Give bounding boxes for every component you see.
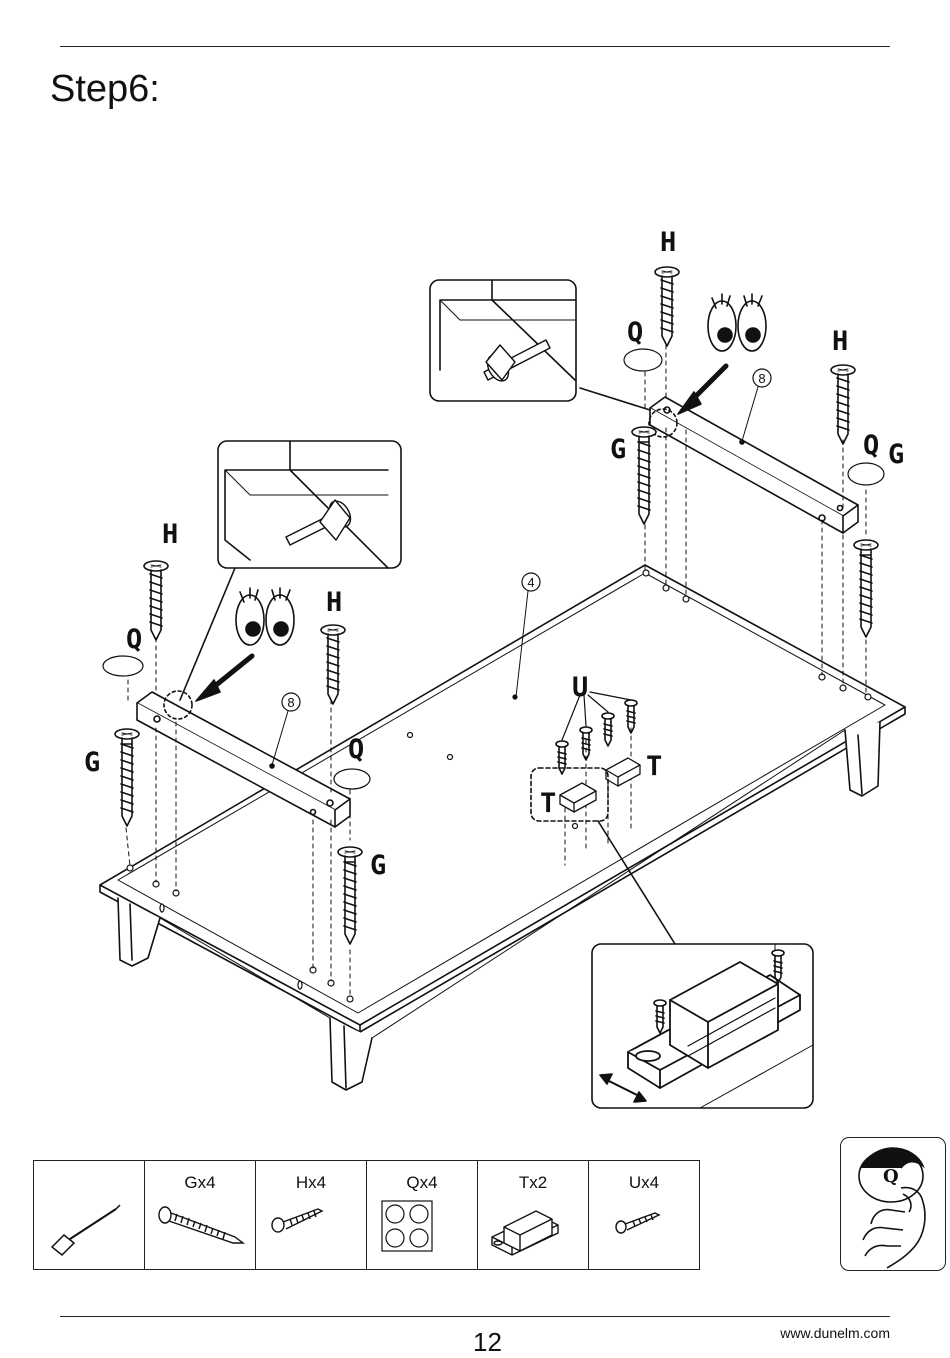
part-label: Hx4	[295, 1173, 327, 1192]
label-g: G	[84, 747, 100, 778]
eyes-icon-left	[235, 587, 295, 646]
short-screw-icon	[271, 1208, 324, 1233]
left-detail-leader	[179, 567, 236, 701]
screwdriver-icon	[50, 1204, 121, 1257]
label-h: H	[832, 326, 848, 357]
screw-g-left-front	[114, 728, 140, 827]
screw-g-right-front	[631, 426, 657, 525]
part-number-8-right: 8	[739, 368, 772, 445]
left-dowel-detail-box	[217, 440, 402, 569]
magnetic-catch-t1	[559, 782, 597, 813]
arrow-left	[195, 653, 255, 702]
peel-pad-hint-box: Q	[840, 1137, 946, 1271]
peel-hand-icon: Q	[858, 1147, 926, 1269]
label-h: H	[326, 587, 342, 618]
label-t: T	[540, 788, 556, 819]
part-cell-g: Gx4	[144, 1160, 256, 1270]
table-legs	[117, 721, 881, 1091]
right-batten	[649, 396, 859, 534]
parts-list-table: Gx4 Hx4 Qx4 Tx2	[33, 1160, 700, 1270]
right-detail-callout-circle	[648, 408, 678, 438]
eyes-icon-right	[707, 293, 767, 352]
label-q: Q	[126, 624, 142, 655]
svg-text:8: 8	[758, 371, 765, 386]
panel-holes	[126, 569, 872, 1003]
catch-callout-box	[530, 767, 609, 822]
svg-text:8: 8	[287, 695, 294, 710]
part-cell-q: Qx4	[366, 1160, 478, 1270]
part-number-8-left: 8	[269, 692, 301, 769]
alignment-lines	[125, 344, 867, 998]
step-title: Step6:	[50, 68, 160, 110]
label-h: H	[660, 227, 676, 258]
label-q: Q	[627, 317, 643, 348]
screw-h-right-1	[654, 266, 680, 347]
label-t: T	[646, 751, 662, 782]
part-cell-h: Hx4	[255, 1160, 367, 1270]
part-label: Ux4	[628, 1173, 660, 1192]
right-dowel-detail-box	[429, 279, 577, 402]
u-leader-lines	[561, 691, 632, 741]
part-cell-screwdriver	[33, 1160, 145, 1270]
part-label: Gx4	[184, 1173, 216, 1192]
part-label	[34, 1173, 144, 1193]
part-label: Tx2	[518, 1173, 548, 1192]
magnetic-catch-icon	[491, 1210, 559, 1256]
svg-text:4: 4	[527, 575, 534, 590]
page-number: 12	[473, 1327, 502, 1357]
catch-leader-line	[597, 820, 676, 945]
felt-pads-q	[102, 348, 885, 790]
label-g: G	[888, 439, 904, 470]
arrow-right	[677, 363, 729, 415]
label-g: G	[370, 850, 386, 881]
assembly-diagram: 4 8 8 H H H H Q Q Q Q G G G G U T T	[84, 227, 906, 1109]
magnetic-catch-t2	[605, 757, 641, 787]
label-q: Q	[348, 734, 364, 765]
bottom-rule	[60, 1316, 890, 1317]
website-url: www.dunelm.com	[780, 1325, 890, 1341]
label-h: H	[162, 519, 178, 550]
screw-h-left-2	[320, 624, 346, 705]
label-g: G	[610, 434, 626, 465]
long-screw-icon	[158, 1206, 246, 1244]
peel-pad-label: Q	[883, 1166, 899, 1187]
table-top-panel	[99, 564, 906, 1033]
apron-lines	[159, 729, 846, 1039]
part-label: Qx4	[406, 1173, 438, 1192]
top-rule	[60, 46, 890, 47]
right-detail-leader	[579, 387, 651, 411]
felt-pad-sheet-icon	[381, 1200, 433, 1252]
screw-h-left-1	[143, 560, 169, 641]
screw-g-right-back	[853, 539, 879, 638]
small-screw-icon	[615, 1212, 661, 1234]
catch-detail-box	[591, 943, 814, 1109]
screw-h-right-2	[830, 364, 856, 445]
part-cell-t: Tx2	[477, 1160, 589, 1270]
part-cell-u: Ux4	[588, 1160, 700, 1270]
label-q: Q	[863, 430, 879, 461]
left-detail-callout-circle	[163, 690, 193, 720]
label-u: U	[572, 672, 588, 703]
part-number-4: 4	[515, 572, 541, 698]
